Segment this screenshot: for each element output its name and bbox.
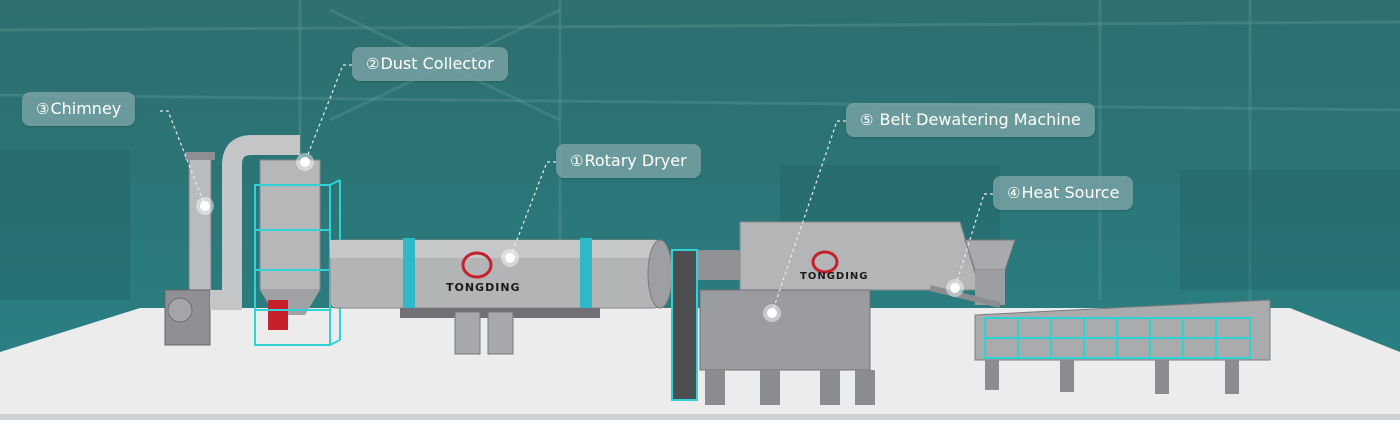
callout-label: Rotary Dryer [584,151,687,170]
callout-number: ③ [36,100,50,118]
callout-number: ⑤ [860,111,874,129]
callout-number: ① [570,152,584,170]
callout-label: Dust Collector [380,54,494,73]
callout-chimney[interactable]: ③Chimney [22,92,136,126]
rotary-dryer [329,238,673,355]
bucket-elevator [671,249,698,401]
callout-heat-source[interactable]: ④Heat Source [993,176,1134,210]
callout-belt-dewatering-machine[interactable]: ⑤ Belt Dewatering Machine [846,103,1095,137]
callout-dust-collector[interactable]: ②Dust Collector [352,47,508,81]
floor-edge [0,414,1400,420]
callout-rotary-dryer[interactable]: ①Rotary Dryer [556,144,701,178]
duct-pipe [210,135,300,310]
callout-label: Chimney [50,99,122,118]
callout-number: ② [366,55,380,73]
dewatering-brand-text: TONGDING [800,271,869,282]
callout-label: Heat Source [1021,183,1120,202]
background-panels [0,150,1400,300]
dust-collector [254,159,341,346]
callout-number: ④ [1007,184,1021,202]
dryer-brand-text: TONGDING [446,281,521,294]
belt-dewatering-machine [699,221,981,405]
chimney [164,152,215,346]
heat-source [929,239,1016,308]
callout-label: Belt Dewatering Machine [874,110,1081,129]
conveyor-frame [974,299,1271,394]
marker-dots [196,153,964,322]
leader-lines [160,64,993,314]
